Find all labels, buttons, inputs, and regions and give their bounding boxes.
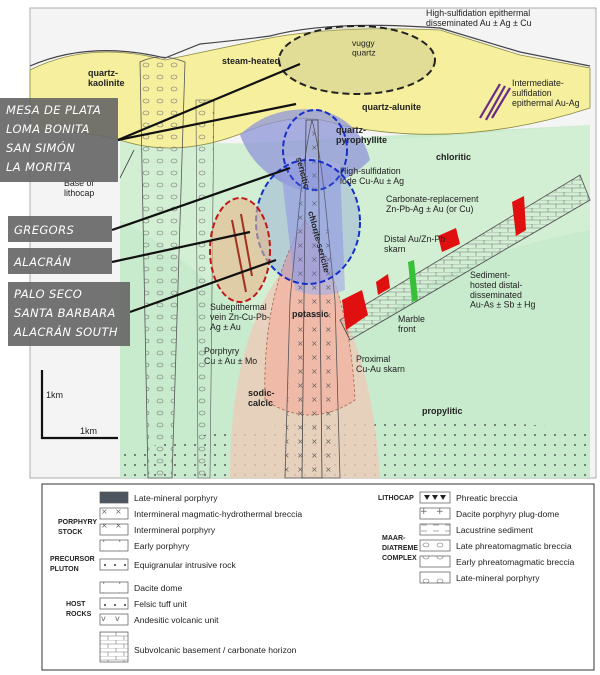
swatch-late-mineral-porphyry-right bbox=[419, 571, 451, 584]
zone-quartz-pyrophyllite: quartz-pyrophyllite bbox=[336, 125, 387, 145]
sediment-hosted-lens bbox=[512, 196, 526, 236]
phreatic-breccia-symbols bbox=[424, 495, 446, 500]
swatch-intermineral-breccia bbox=[99, 507, 129, 520]
zone-propylitic: propylitic bbox=[422, 406, 463, 416]
cross-section: 1km 1km steam-heated quartz-kaolinite vu… bbox=[29, 7, 597, 479]
legend-right-0: Phreatic breccia bbox=[456, 493, 518, 503]
subepithermal-veins bbox=[231, 213, 253, 293]
intermediate-sulfidation-veins bbox=[479, 83, 511, 121]
porphyry-core-ellipse bbox=[255, 159, 361, 285]
legend-group-lithocap: LITHOCAP bbox=[378, 495, 414, 502]
zone-sodic-calcic: sodic-calcic bbox=[248, 388, 275, 408]
legend-left-3: Early porphyry bbox=[134, 541, 190, 551]
legend-right-3: Late phreatomagmatic breccia bbox=[456, 541, 572, 551]
legend-right-5: Late-mineral porphyry bbox=[456, 573, 540, 583]
skarn-lens-distal bbox=[376, 274, 390, 295]
ground-surface bbox=[29, 24, 591, 67]
swatch-lacustrine bbox=[419, 523, 451, 536]
swatch-basement bbox=[99, 631, 129, 663]
swatch-late-phreatomagmatic bbox=[419, 539, 451, 552]
subepithermal-vein-ellipse bbox=[209, 197, 271, 303]
swatch-early-porphyry bbox=[99, 539, 129, 552]
carbonate-horizon bbox=[339, 174, 591, 341]
legend-right-2: Lacustrine sediment bbox=[456, 525, 534, 535]
legend-left-8: Subvolcanic basement / carbonate horizon bbox=[134, 645, 297, 655]
late-porphyry-dike bbox=[301, 119, 323, 479]
legend-left-2: Intermineral porphyry bbox=[134, 525, 216, 535]
tag-alacran bbox=[8, 248, 112, 274]
hs-epithermal-ellipse bbox=[278, 25, 436, 95]
swatch-intermineral-porphyry bbox=[99, 523, 129, 536]
legend-left-7: Andesitic volcanic unit bbox=[134, 615, 219, 625]
zone-potassic: potassic bbox=[292, 309, 329, 319]
legend-left-swatches bbox=[99, 491, 129, 663]
swatch-felsic-tuff bbox=[99, 597, 129, 610]
zone-chloritic: chloritic bbox=[436, 152, 471, 162]
diatreme-left bbox=[139, 56, 186, 479]
swatch-early-phreatomagmatic bbox=[419, 555, 451, 568]
tag-mesa-de-plata bbox=[0, 98, 118, 182]
legend-left-4: Equigranular intrusive rock bbox=[134, 560, 236, 570]
swatch-late-mineral-porphyry bbox=[99, 491, 129, 504]
zone-quartz-alunite: quartz-alunite bbox=[362, 102, 421, 112]
skarn-lens-proximal bbox=[342, 290, 368, 330]
tag-gregors bbox=[8, 216, 112, 242]
legend-frame bbox=[41, 483, 595, 671]
replacement-lens bbox=[438, 228, 460, 252]
tag-leader-lines bbox=[111, 62, 301, 314]
tag-gregors-text: GREGORS bbox=[14, 223, 74, 237]
zone-quartz-kaolinite: quartz-kaolinite bbox=[88, 68, 125, 88]
hs-lode-ellipse bbox=[282, 109, 348, 191]
scale-horizontal: 1km bbox=[80, 426, 97, 436]
swatch-equigranular bbox=[99, 558, 129, 571]
marble-front-bar bbox=[408, 260, 418, 302]
legend-left-0: Late-mineral porphyry bbox=[134, 493, 218, 503]
swatch-dacite-plug-dome bbox=[419, 507, 451, 520]
scale-bar bbox=[40, 370, 118, 440]
scale-vertical: 1km bbox=[46, 390, 63, 400]
swatch-andesitic bbox=[99, 613, 129, 626]
legend-left-6: Felsic tuff unit bbox=[134, 599, 187, 609]
legend-left-1: Intermineral magmatic-hydrothermal brecc… bbox=[134, 509, 302, 519]
legend-right-4: Early phreatomagmatic breccia bbox=[456, 557, 575, 567]
zone-steam-heated: steam-heated bbox=[222, 56, 280, 66]
tag-palo-seco bbox=[8, 282, 130, 346]
tag-alacran-text: ALACRÁN bbox=[13, 254, 71, 269]
legend-left-5: Dacite dome bbox=[134, 583, 182, 593]
base-lithocap-leader bbox=[119, 149, 135, 179]
swatch-dacite-dome bbox=[99, 581, 129, 594]
porphyry-stock bbox=[284, 119, 341, 479]
legend-right-1: Dacite porphyry plug-dome bbox=[456, 509, 559, 519]
diatreme-center bbox=[195, 99, 215, 479]
